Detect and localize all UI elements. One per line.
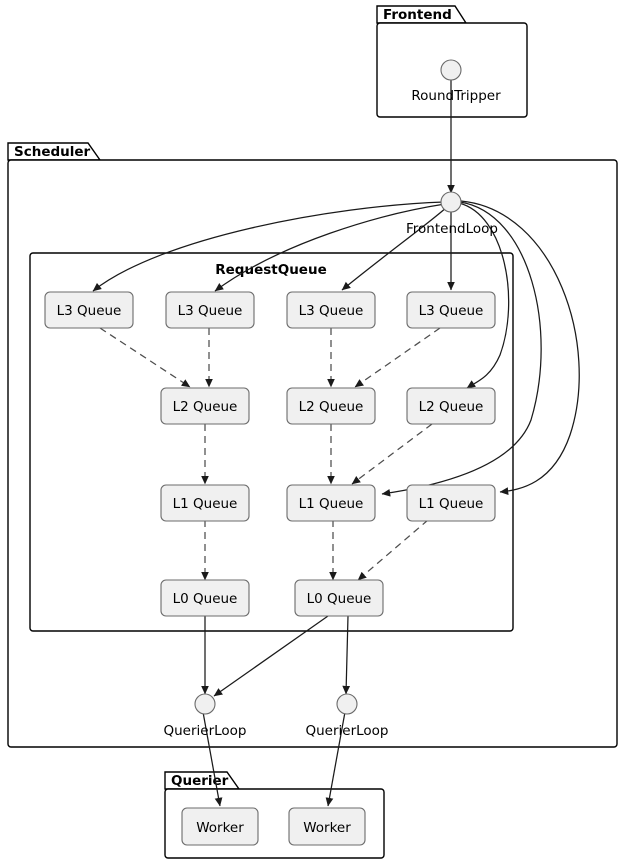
node-l3-queue-3-label: L3 Queue: [299, 303, 364, 319]
interface-querier-loop-1[interactable]: QuerierLoop: [163, 693, 247, 739]
node-l1-queue-1-label: L1 Queue: [173, 496, 238, 512]
node-l1-queue-2[interactable]: L1 Queue: [286, 484, 376, 522]
edge-querierloop-1-to-worker-1: [202, 711, 223, 807]
node-l3-queue-2-label: L3 Queue: [178, 303, 243, 319]
node-l2-queue-3-label: L2 Queue: [419, 399, 484, 415]
edge-querierloop-2-to-worker-2: [325, 711, 346, 807]
edge-frontendloop-to-l1-2: [381, 201, 542, 497]
node-l3-queue-4[interactable]: L3 Queue: [406, 291, 496, 329]
node-l2-queue-3[interactable]: L2 Queue: [406, 387, 496, 425]
node-l1-queue-2-label: L1 Queue: [299, 496, 364, 512]
node-l3-queue-2[interactable]: L3 Queue: [165, 291, 255, 329]
interface-frontend-loop[interactable]: FrontendLoop: [406, 191, 498, 237]
node-l3-queue-1[interactable]: L3 Queue: [44, 291, 134, 329]
node-l2-queue-2[interactable]: L2 Queue: [286, 387, 376, 425]
node-worker-2[interactable]: Worker: [288, 807, 366, 846]
node-l0-queue-2[interactable]: L0 Queue: [294, 579, 384, 617]
package-request-queue: RequestQueue: [29, 252, 514, 632]
edge-frontendloop-to-l2-3: [458, 202, 510, 389]
edge-l0-2-to-querierloop-2: [342, 615, 351, 695]
node-l1-queue-3[interactable]: L1 Queue: [406, 484, 496, 522]
package-frontend-label: Frontend: [383, 7, 452, 23]
node-l0-queue-1[interactable]: L0 Queue: [160, 579, 250, 617]
package-scheduler-label: Scheduler: [14, 144, 91, 160]
edge-l3-4-to-l2-2: [354, 327, 441, 388]
node-worker-1[interactable]: Worker: [181, 807, 259, 846]
interface-round-tripper-label: RoundTripper: [411, 88, 501, 104]
node-l1-queue-3-label: L1 Queue: [419, 496, 484, 512]
node-l0-queue-1-label: L0 Queue: [173, 591, 238, 607]
node-worker-1-label: Worker: [196, 820, 244, 836]
interface-querier-loop-2[interactable]: QuerierLoop: [305, 693, 389, 739]
node-l1-queue-1[interactable]: L1 Queue: [160, 484, 250, 522]
interface-frontend-loop-label: FrontendLoop: [406, 221, 498, 237]
node-l3-queue-3[interactable]: L3 Queue: [286, 291, 376, 329]
node-l2-queue-1-label: L2 Queue: [173, 399, 238, 415]
edge-l2-3-to-l1-2: [351, 423, 433, 485]
edge-l0-2-to-querierloop-1: [213, 615, 329, 697]
interface-querier-loop-1-label: QuerierLoop: [163, 723, 246, 739]
node-l3-queue-1-label: L3 Queue: [57, 303, 122, 319]
edge-l3-1-to-l2-1: [99, 327, 191, 388]
edge-frontendloop-to-l3-1: [92, 201, 445, 292]
node-l2-queue-1[interactable]: L2 Queue: [160, 387, 250, 425]
edge-frontendloop-to-l3-3: [341, 206, 448, 291]
edge-frontendloop-to-l1-3: [460, 200, 580, 496]
package-request-queue-label: RequestQueue: [215, 262, 326, 278]
edge-frontendloop-to-l3-2: [214, 203, 446, 292]
node-l0-queue-2-label: L0 Queue: [307, 591, 372, 607]
interface-round-tripper[interactable]: RoundTripper: [411, 59, 501, 104]
node-l3-queue-4-label: L3 Queue: [419, 303, 484, 319]
edge-l1-3-to-l0-2: [357, 519, 429, 581]
package-querier-label: Querier: [171, 773, 229, 789]
interface-querier-loop-2-label: QuerierLoop: [305, 723, 388, 739]
node-l2-queue-2-label: L2 Queue: [299, 399, 364, 415]
node-worker-2-label: Worker: [303, 820, 351, 836]
